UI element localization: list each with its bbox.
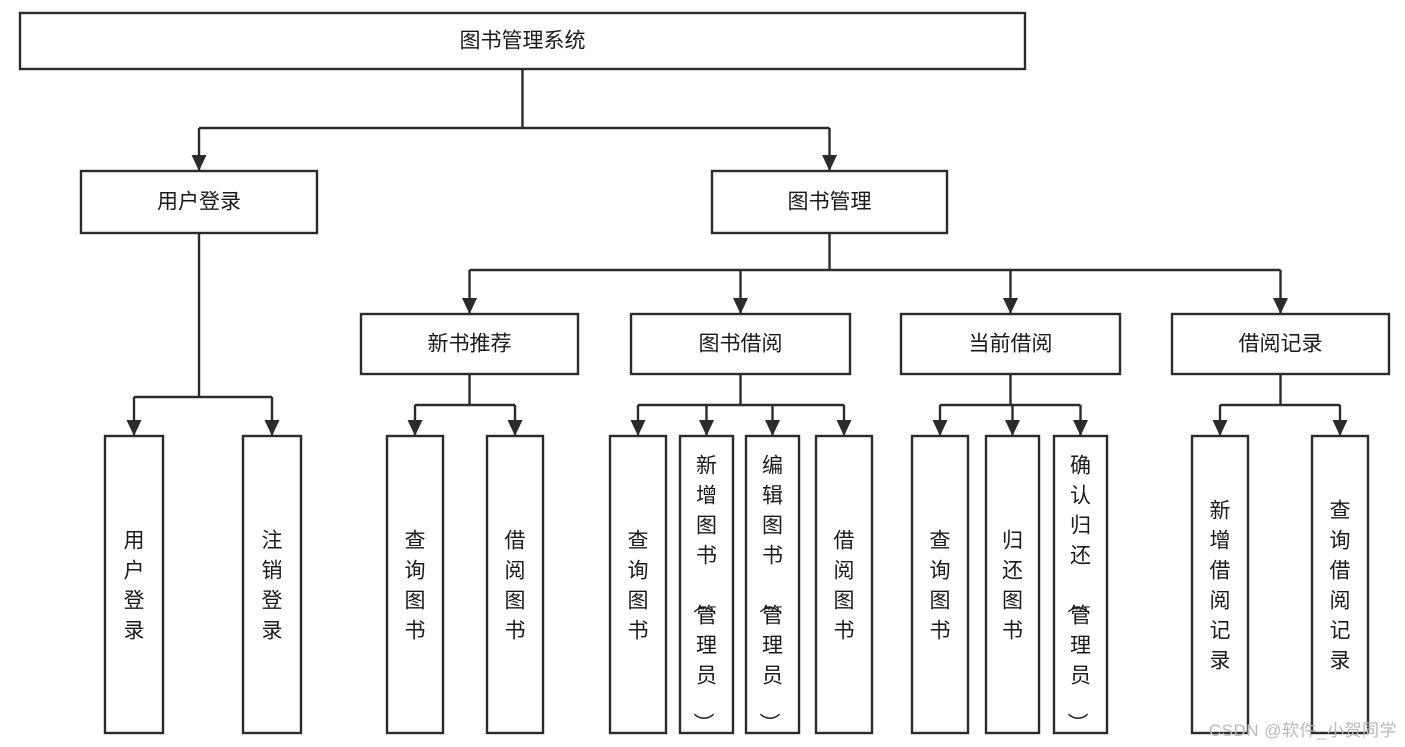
node-label: 查询图书 (628, 530, 649, 643)
arrow-head-icon (836, 420, 852, 436)
watermark-text: CSDN @软件_小贺同学 (1208, 721, 1397, 740)
arrow-head-icon (1212, 420, 1228, 436)
node-label: 用户登录 (124, 530, 145, 643)
node-box[interactable] (910, 434, 970, 735)
arrow-head-icon (264, 420, 280, 436)
node-leaf-user-login[interactable]: 用户登录 (103, 434, 165, 735)
arrow-head-icon (822, 155, 837, 171)
node-label: 归还图书 (1002, 530, 1023, 643)
node-box[interactable] (984, 434, 1041, 735)
node-box[interactable] (899, 312, 1122, 376)
node-label: 借阅记录 (1239, 333, 1323, 356)
arrow-head-icon (1273, 298, 1288, 314)
arrow-head-icon (1073, 420, 1088, 436)
node-current-borrow[interactable]: 当前借阅 (899, 312, 1122, 376)
connectors-layer (126, 69, 1348, 436)
node-label: 查询图书 (930, 530, 951, 643)
node-box[interactable] (629, 312, 852, 376)
node-leaf-add-book[interactable]: 新增图书（管理员） (678, 434, 735, 735)
arrow-head-icon (462, 298, 477, 314)
node-label: 借阅图书 (834, 530, 855, 643)
node-label: 图书借阅 (699, 333, 783, 356)
arrow-head-icon (1003, 298, 1018, 314)
node-box[interactable] (1310, 434, 1370, 735)
node-user-login[interactable]: 用户登录 (79, 169, 319, 235)
node-book-manage[interactable]: 图书管理 (710, 169, 949, 235)
arrow-head-icon (1332, 420, 1348, 436)
node-leaf-borrow-book-rec[interactable]: 借阅图书 (485, 434, 545, 735)
arrow-head-icon (407, 420, 423, 436)
node-box[interactable] (241, 434, 303, 735)
node-box[interactable] (385, 434, 445, 735)
nodes-layer: 图书管理系统用户登录图书管理新书推荐图书借阅当前借阅借阅记录用户登录注销登录查询… (18, 11, 1391, 735)
node-label: 查询图书 (405, 530, 426, 643)
node-leaf-edit-book[interactable]: 编辑图书（管理员） (744, 434, 801, 735)
node-borrow-record[interactable]: 借阅记录 (1170, 312, 1391, 376)
node-label: 借阅图书 (505, 530, 526, 643)
arrow-head-icon (765, 420, 780, 436)
node-leaf-return-book[interactable]: 归还图书 (984, 434, 1041, 735)
node-label: 新增借阅记录 (1210, 500, 1231, 673)
node-box[interactable] (103, 434, 165, 735)
node-box[interactable] (710, 169, 949, 235)
arrow-head-icon (630, 420, 646, 436)
node-new-book-rec[interactable]: 新书推荐 (359, 312, 580, 376)
node-label: 新书推荐 (428, 333, 512, 356)
node-leaf-query-book-borrow[interactable]: 查询图书 (608, 434, 668, 735)
node-root[interactable]: 图书管理系统 (18, 11, 1027, 71)
node-label: 图书管理 (788, 191, 872, 214)
node-label: 编辑图书（管理员） (757, 455, 783, 734)
node-leaf-confirm-return[interactable]: 确认归还（管理员） (1052, 434, 1109, 735)
node-leaf-borrow-book[interactable]: 借阅图书 (814, 434, 874, 735)
node-leaf-query-book-rec[interactable]: 查询图书 (385, 434, 445, 735)
node-leaf-add-record[interactable]: 新增借阅记录 (1190, 434, 1250, 735)
node-box[interactable] (1190, 434, 1250, 735)
node-leaf-query-book-cur[interactable]: 查询图书 (910, 434, 970, 735)
arrow-head-icon (507, 420, 523, 436)
node-label: 注销登录 (262, 530, 283, 643)
node-box[interactable] (18, 11, 1027, 71)
node-leaf-query-record[interactable]: 查询借阅记录 (1310, 434, 1370, 735)
node-label: 查询借阅记录 (1330, 500, 1351, 673)
node-label: 图书管理系统 (460, 30, 586, 53)
node-leaf-user-logout[interactable]: 注销登录 (241, 434, 303, 735)
node-box[interactable] (678, 434, 735, 735)
node-box[interactable] (359, 312, 580, 376)
arrow-head-icon (733, 298, 748, 314)
arrow-head-icon (1005, 420, 1020, 436)
node-box[interactable] (608, 434, 668, 735)
node-box[interactable] (814, 434, 874, 735)
arrow-head-icon (126, 420, 142, 436)
node-box[interactable] (79, 169, 319, 235)
arrow-head-icon (932, 420, 948, 436)
node-box[interactable] (1052, 434, 1109, 735)
node-label: 新增图书（管理员） (691, 455, 717, 734)
node-label: 确认归还（管理员） (1065, 455, 1091, 734)
node-box[interactable] (1170, 312, 1391, 376)
arrow-head-icon (191, 155, 207, 171)
node-box[interactable] (485, 434, 545, 735)
node-label: 当前借阅 (969, 333, 1053, 356)
node-box[interactable] (744, 434, 801, 735)
arrow-head-icon (699, 420, 714, 436)
node-book-borrow[interactable]: 图书借阅 (629, 312, 852, 376)
node-label: 用户登录 (157, 191, 241, 214)
